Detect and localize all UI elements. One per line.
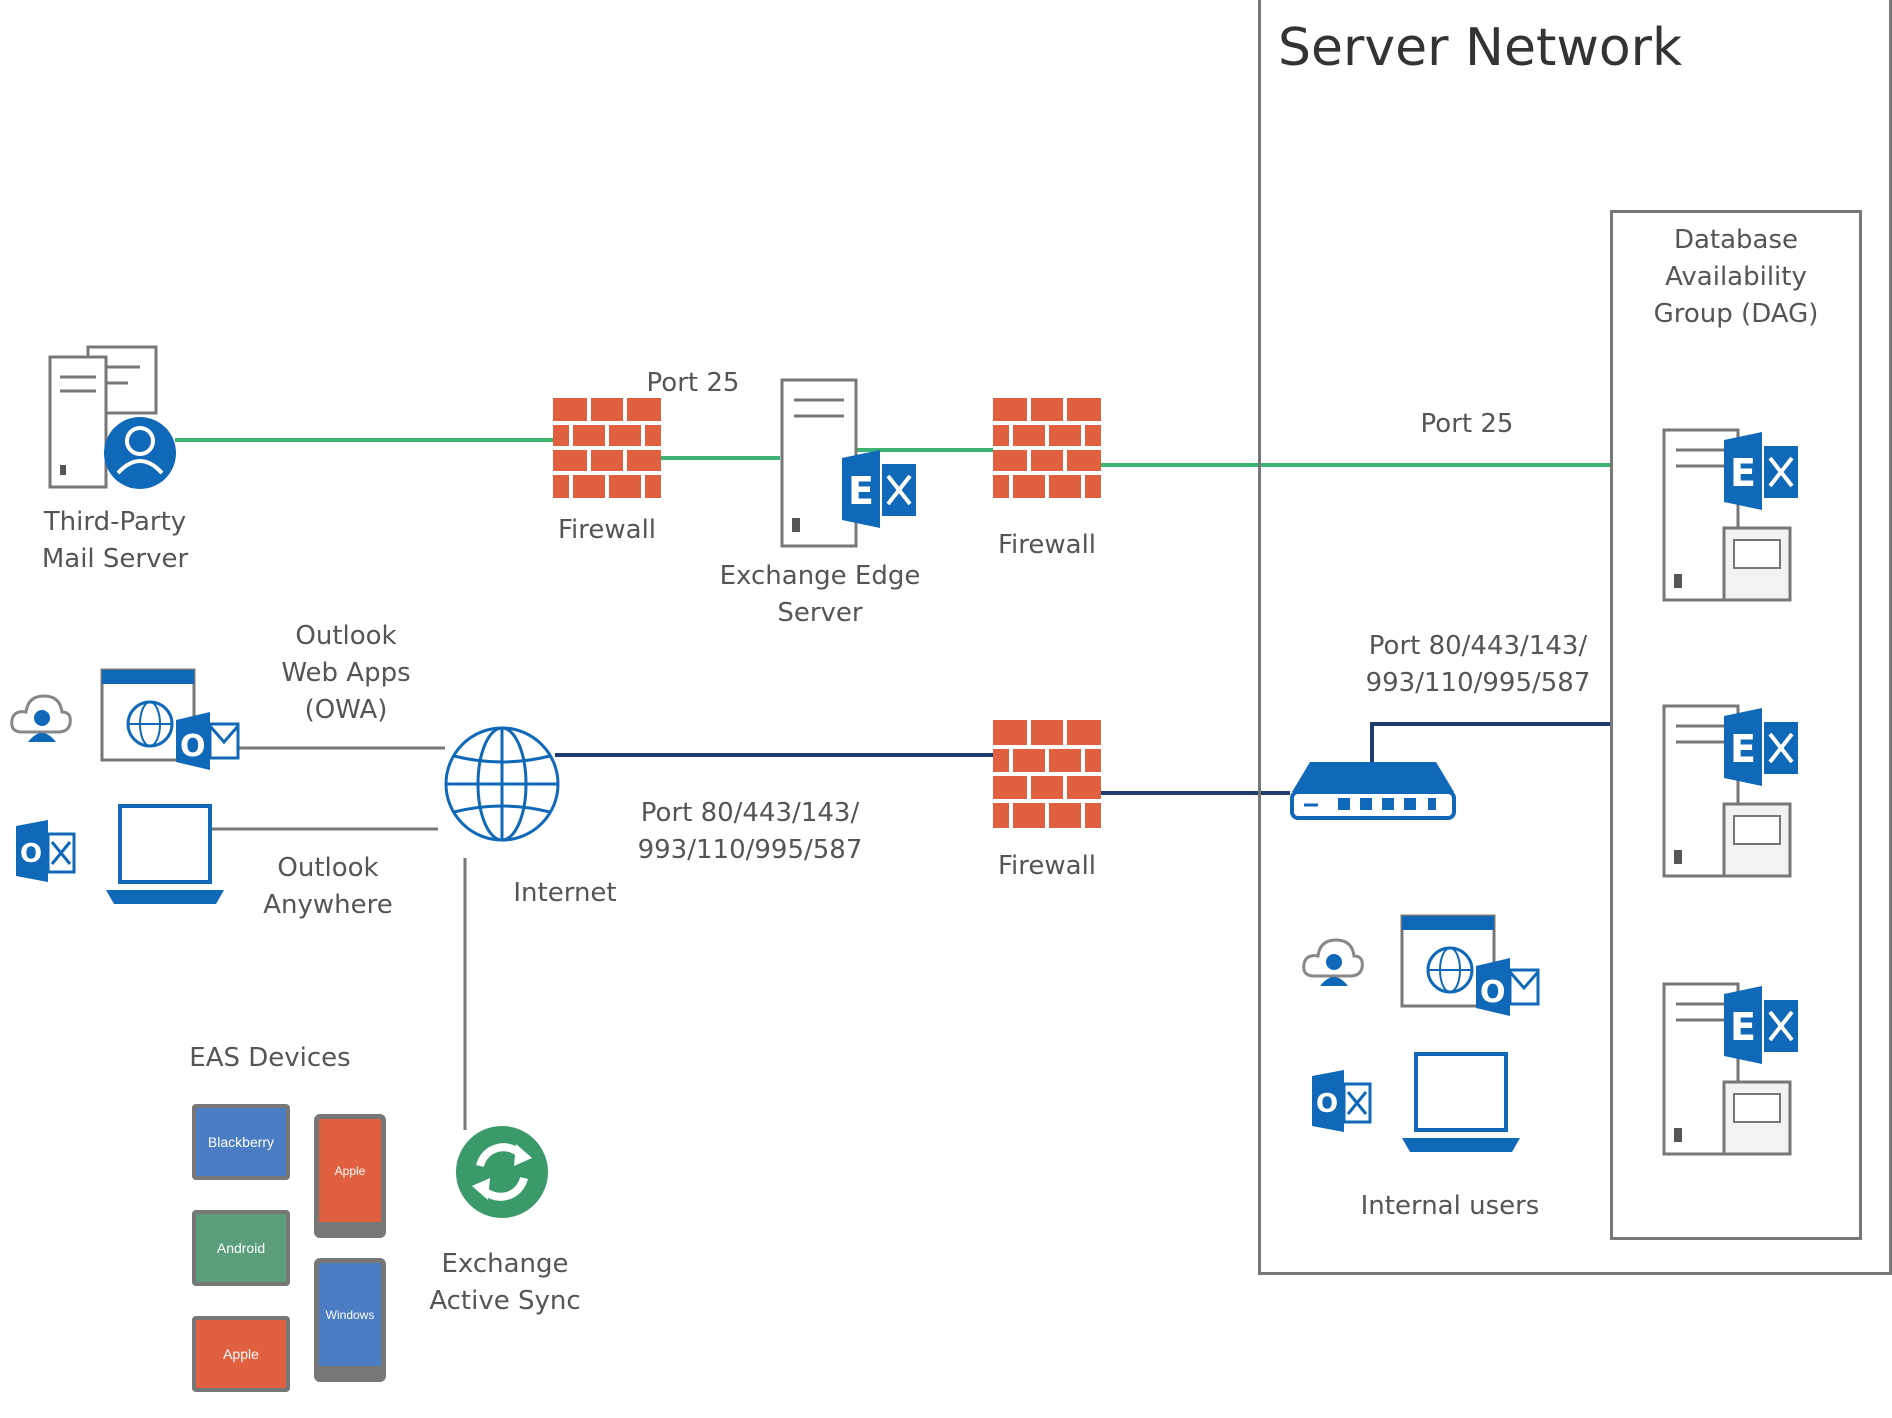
apple-tablet-label: Apple	[223, 1346, 259, 1362]
owa-label: Outlook Web Apps (OWA)	[281, 621, 411, 725]
firewall-icon-3	[993, 720, 1101, 828]
active-sync-label: Exchange Active Sync	[429, 1249, 581, 1316]
client-line-switch-to-dag	[1370, 722, 1610, 762]
third-party-mail-server-label: Third-Party Mail Server	[41, 507, 189, 574]
apple-phone-label: Apple	[334, 1163, 366, 1178]
dag-mailbox-server-icon-3: E	[1662, 982, 1798, 1156]
network-switch-icon	[1290, 762, 1456, 820]
exchange-edge-server-label: Exchange Edge Server	[719, 561, 921, 628]
android-device-label: Android	[216, 1240, 266, 1256]
outlook-anywhere-label: Outlook Anywhere	[263, 853, 393, 920]
firewall-label-2: Firewall	[997, 530, 1097, 560]
svg-text:E: E	[1730, 451, 1756, 495]
svg-text:E: E	[1730, 727, 1756, 771]
firewall-icon-2	[993, 398, 1101, 498]
server-network-title: Server Network	[1278, 18, 1683, 78]
svg-text:E: E	[848, 469, 874, 513]
owa-browser-icon-internal: O	[1400, 914, 1540, 1016]
dag-box	[1610, 210, 1862, 1240]
owa-browser-icon: O	[100, 668, 240, 770]
firewall-label-1: Firewall	[557, 515, 657, 545]
cloud-user-icon-external	[10, 694, 72, 742]
third-party-mail-server-icon	[48, 345, 176, 489]
active-sync-icon	[456, 1126, 548, 1218]
outlook-app-icon-external: O	[16, 820, 76, 882]
svg-text:E: E	[1730, 1005, 1756, 1049]
cloud-user-icon-internal	[1302, 938, 1364, 986]
laptop-icon-internal	[1402, 1052, 1520, 1152]
outlook-app-icon-internal: O	[1312, 1070, 1372, 1132]
svg-text:O: O	[180, 729, 206, 764]
apple-phone-icon: Apple	[314, 1114, 386, 1238]
exchange-edge-server-icon: E	[780, 378, 916, 548]
svg-text:O: O	[1480, 975, 1506, 1010]
laptop-icon-external	[106, 804, 224, 904]
firewall-label-3: Firewall	[997, 851, 1097, 881]
port-25-label-right: Port 25	[1420, 409, 1514, 439]
dag-mailbox-server-icon-1: E	[1662, 428, 1798, 602]
windows-phone-label: Windows	[325, 1307, 375, 1322]
internet-globe-icon	[444, 726, 560, 842]
port-list-label-server: Port 80/443/143/ 993/110/995/587	[1365, 631, 1591, 698]
server-network-box	[1258, 0, 1892, 1275]
svg-text:O: O	[20, 839, 42, 869]
port-list-label-middle: Port 80/443/143/ 993/110/995/587	[637, 798, 863, 865]
dag-label: Database Availability Group (DAG)	[1653, 225, 1819, 329]
blackberry-device-icon: Blackberry	[192, 1104, 290, 1180]
firewall-icon-1	[553, 398, 661, 498]
svg-text:O: O	[1316, 1089, 1338, 1119]
port-25-label-left: Port 25	[646, 368, 740, 398]
internet-label: Internet	[513, 878, 617, 908]
eas-devices-label: EAS Devices	[189, 1043, 351, 1073]
apple-tablet-icon: Apple	[192, 1316, 290, 1392]
android-device-icon: Android	[192, 1210, 290, 1286]
blackberry-device-label: Blackberry	[207, 1134, 275, 1150]
internal-users-label: Internal users	[1360, 1191, 1540, 1221]
windows-phone-icon: Windows	[314, 1258, 386, 1382]
dag-mailbox-server-icon-2: E	[1662, 704, 1798, 878]
